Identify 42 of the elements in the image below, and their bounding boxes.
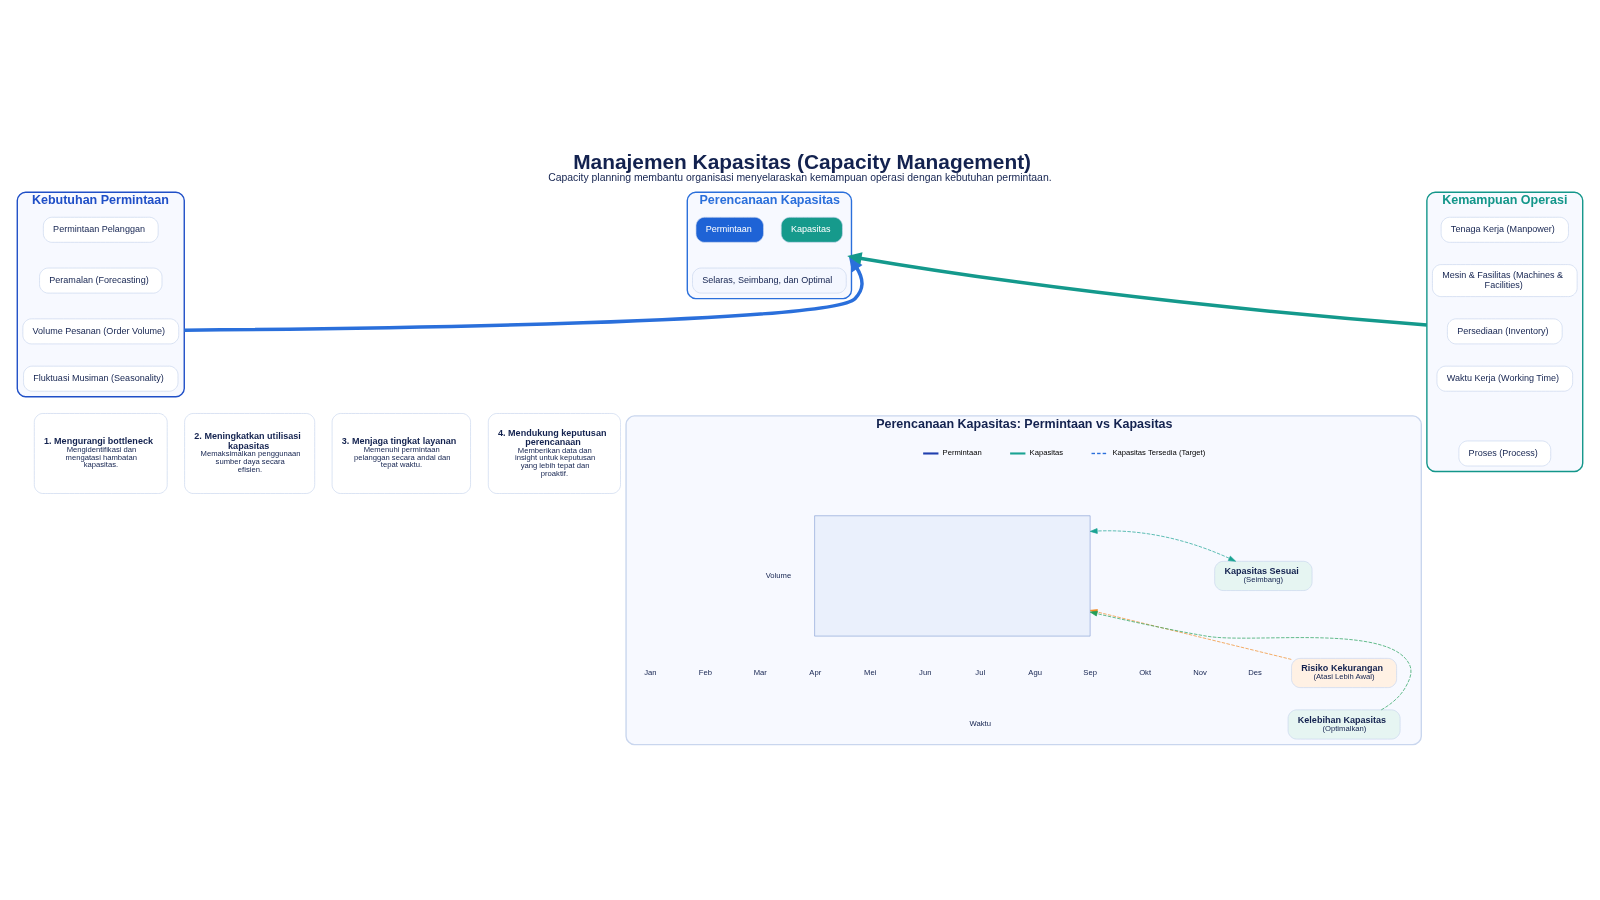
node-box: 4. Mendukung keputusan perencanaan Memberikan data dan insight untuk keputusan yang lebih tepat dan proaktif.	[487, 413, 621, 494]
node-box: Kapasitas	[780, 216, 843, 243]
node-box: 1. Mengurangi bottleneck Mengidentifikasi dan mengatasi hambatan kapasitas.	[33, 413, 168, 494]
label: Nov	[1193, 667, 1207, 677]
node-box: Persediaan (Inventory)	[1447, 318, 1563, 345]
node-box: Permintaan Pelanggan	[43, 216, 159, 243]
legend-label: Kapasitas	[1029, 448, 1064, 458]
diagram-title: Manajemen Kapasitas (Capacity Management)	[573, 149, 1032, 173]
node-box: Peramalan (Forecasting)	[39, 267, 163, 294]
node-box: Permintaan	[695, 216, 764, 243]
arrow	[1089, 528, 1236, 562]
label: Jun	[919, 667, 932, 677]
label: Waktu	[969, 719, 991, 729]
label: Jul	[975, 667, 986, 677]
arrow	[847, 252, 1427, 327]
label: Apr	[809, 667, 822, 677]
node-box: Volume Pesanan (Order Volume)	[22, 318, 180, 345]
label: Okt	[1139, 667, 1152, 677]
label: Feb	[698, 667, 712, 677]
caption: Capacity planning membantu organisasi menyelaraskan kemampuan operasi dengan kebutuhan permintaan.	[548, 172, 1052, 184]
node-box: 3. Menjaga tingkat layanan Memenuhi permintaan pelanggan secara andal dan tepat waktu.	[331, 413, 471, 494]
node-box: Mesin & Fasilitas (Machines & Facilities)	[1432, 264, 1578, 297]
label: Volume	[765, 570, 792, 580]
legend-label: Permintaan	[942, 448, 982, 458]
label: Mar	[753, 667, 767, 677]
label: Mei	[864, 667, 877, 677]
node-box: Fluktuasi Musiman (Seasonality)	[23, 365, 179, 392]
node-box: Risiko Kekurangan (Atasi Lebih Awal)	[1291, 658, 1397, 688]
node-box: Kelebihan Kapasitas (Optimalkan)	[1287, 709, 1401, 740]
node-box: Waktu Kerja (Working Time)	[1436, 365, 1573, 392]
label: Sep	[1083, 667, 1097, 677]
label: Agu	[1028, 667, 1042, 677]
node-box: 2. Meningkatkan utilisasi kapasitas Memaksimalkan penggunaan sumber daya secara efisien.	[184, 413, 316, 494]
label: Des	[1248, 667, 1262, 677]
node-box	[814, 515, 1091, 637]
node-box: Kapasitas Sesuai (Seimbang)	[1214, 560, 1313, 591]
node-box: Selaras, Seimbang, dan Optimal	[692, 267, 847, 294]
node-box: Tenaga Kerja (Manpower)	[1440, 216, 1569, 243]
node-box: Proses (Process)	[1458, 440, 1552, 467]
arrow	[184, 256, 864, 332]
label: Jan	[644, 667, 657, 677]
legend-label: Kapasitas Tersedia (Target)	[1112, 448, 1206, 458]
